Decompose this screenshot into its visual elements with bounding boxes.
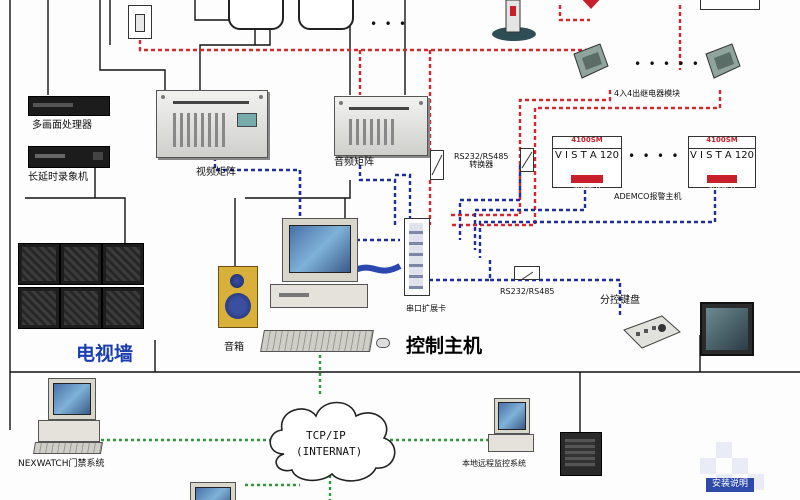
serial-card-label: 串口扩展卡 [406,304,446,313]
detector-icon [700,0,760,10]
tv-monitor [102,243,144,285]
cloud-icon [262,392,402,484]
tv-wall-label: 电视墙 [76,343,134,365]
tv-monitor [60,287,102,329]
panel-model-label: 4100SM [553,137,621,149]
tv-monitor [60,243,102,285]
panel-display-label: V I S T A 120 [554,150,620,161]
tv-monitor [18,243,60,285]
siren-icon [578,0,604,9]
green-wires [95,355,490,500]
dvr-icon [560,432,602,476]
sensor-device-icon [490,0,538,42]
io-module-icon [702,40,744,82]
audio-matrix-icon [334,96,428,156]
watermark-text: 安装说明 [712,479,749,489]
panel-ellipsis: • • • • [628,149,679,163]
remote-monitor-screen-icon [494,398,530,434]
audio-matrix-label: 音频矩阵 [334,157,374,168]
panel-brand-strip: ADEMCO [707,175,737,192]
control-host-label: 控制主机 [406,335,483,357]
top-ellipsis: • • • [370,17,407,31]
tv-monitor [102,287,144,329]
serial-card-icon [404,218,430,296]
speaker-icon [218,266,258,328]
monitor-icon [700,302,754,356]
control-host-case-icon [270,284,368,308]
mouse-icon [376,338,390,348]
long-delay-recorder-icon [28,146,110,168]
multi-screen-processor-label: 多画面处理器 [32,120,92,131]
speaker-label: 音箱 [224,342,244,353]
rs232-converter-icon [430,150,444,180]
long-delay-recorder-label: 长延时录象机 [28,172,88,183]
panel-model-label: 4100SM [689,137,755,149]
nexwatch-label: NEXWATCH门禁系统 [18,459,105,469]
cloud-line1: TCP/IP [306,429,346,442]
rs232-converter-icon [520,148,534,172]
dome-camera-icon [298,0,354,30]
alarm-host-label: ADEMCO报警主机 [614,192,682,201]
nexwatch-keyboard-icon [32,442,104,454]
cloud-line2: (INTERNAT) [296,445,363,458]
keyboard-icon [260,330,374,352]
tv-monitor [18,287,60,329]
serial-cable [353,263,402,274]
alarm-panel-left: 4100SM V I S T A 120 ADEMCO [552,136,622,192]
rs232-converter-label: RS232/RS485 转换器 [454,152,509,169]
dome-camera-icon [228,0,284,30]
alarm-panel-right: 4100SM V I S T A 120 ADEMCO [688,136,756,192]
rs232-rs485-label: RS232/RS485 [500,287,555,296]
bottom-computer-icon [190,482,236,500]
control-keyboard-label: 分控键盘 [600,295,640,306]
video-matrix-icon [156,90,268,158]
module-ellipsis: • • • • • [634,57,700,71]
watermark-logo: 安装说明 [680,440,800,500]
panel-brand-label: ADEMCO [573,185,601,192]
nexwatch-case-icon [38,420,100,442]
control-keyboard-icon [622,312,682,350]
rs485-converter-icon [514,266,540,281]
remote-monitor-label: 本地远程监控系统 [462,459,526,468]
bullet-camera-icon [128,5,152,39]
io-module-icon [570,40,612,82]
panel-brand-label: ADEMCO [708,185,736,192]
panel-brand-strip: ADEMCO [571,175,603,192]
remote-monitor-case-icon [488,434,534,452]
multi-screen-processor-icon [28,96,110,116]
video-matrix-label: 视频矩阵 [196,167,236,178]
panel-display-label: V I S T A 120 [689,150,755,161]
io-module-label: 4入4出继电器模块 [614,89,681,98]
control-host-monitor-icon [282,218,358,282]
nexwatch-monitor-icon [48,378,96,420]
